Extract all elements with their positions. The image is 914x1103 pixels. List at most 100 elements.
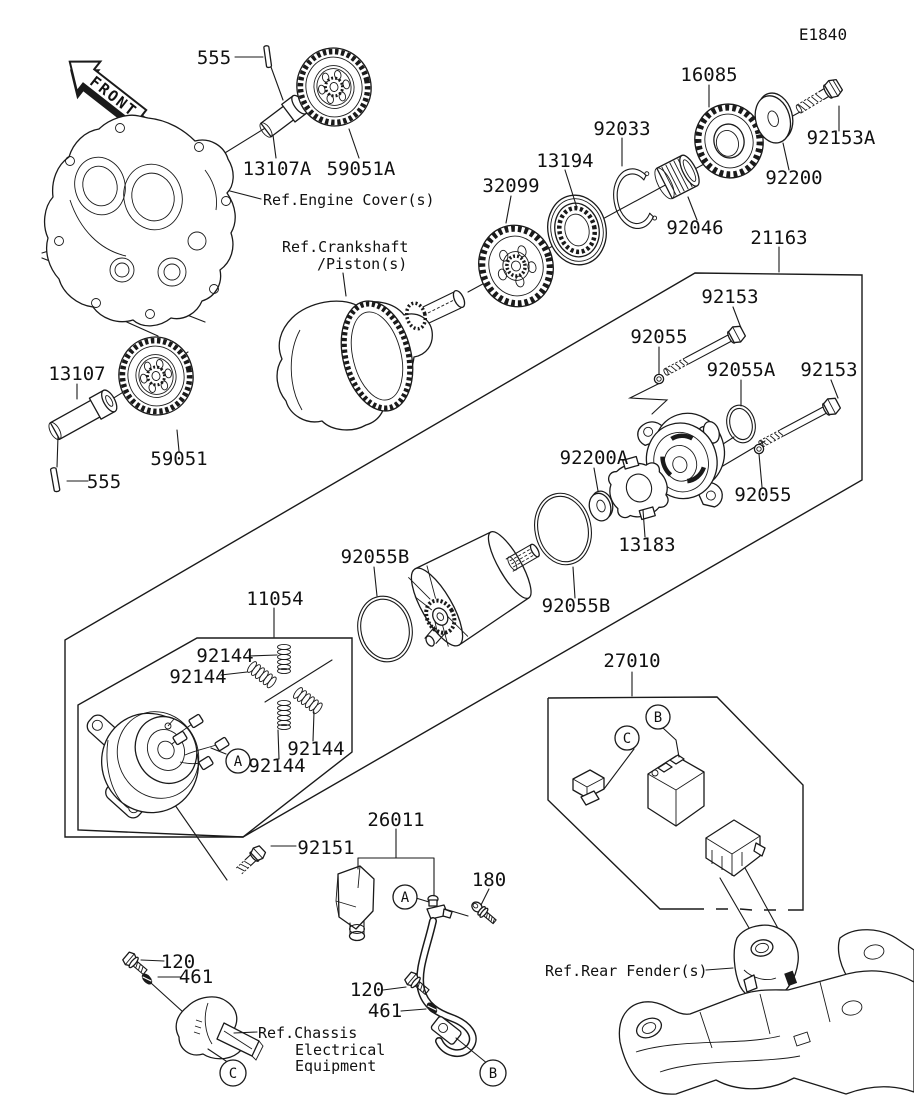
part-label-13194: 13194 — [536, 150, 593, 172]
part-label-92055-2: 92055 — [734, 484, 791, 506]
part-label-120-center: 120 — [350, 979, 384, 1001]
cable-terminal-drawing — [426, 894, 453, 920]
callout-c-relay: C — [614, 725, 640, 751]
part-label-21163: 21163 — [750, 227, 807, 249]
ref-label-chassis-1: Ref.Chassis — [258, 1024, 357, 1042]
spring-92144-2-drawing — [247, 661, 277, 689]
ref-label-chassis-2: Electrical — [295, 1041, 385, 1059]
part-label-120-left: 120 — [161, 951, 195, 973]
spring-92144-4-drawing — [277, 699, 291, 731]
callout-b-relay-label: B — [654, 710, 662, 726]
part-label-92144-2: 92144 — [169, 666, 226, 688]
part-label-92200: 92200 — [765, 167, 822, 189]
callout-a-brush: A — [225, 748, 251, 774]
relay-body-drawing — [647, 754, 705, 827]
part-label-59051: 59051 — [150, 448, 207, 470]
relay-terminal-drawing — [572, 769, 605, 806]
ref-label-engine-cover: Ref.Engine Cover(s) — [263, 191, 435, 209]
part-label-27010: 27010 — [603, 650, 660, 672]
part-label-92055a: 92055A — [707, 359, 776, 381]
rear-fender-drawing — [618, 924, 914, 1095]
oring-92055a-drawing — [726, 404, 756, 444]
ref-label-rear-fender: Ref.Rear Fender(s) — [545, 962, 708, 980]
circlip-92033-drawing — [613, 168, 658, 229]
part-label-461-left: 461 — [179, 966, 213, 988]
armature-drawing — [408, 530, 540, 647]
crankshaft-drawing — [276, 289, 466, 431]
ring-92055-1-drawing — [653, 373, 665, 385]
ref-label-chassis-3: Equipment — [295, 1057, 376, 1075]
oring-92055b-2-drawing — [534, 492, 592, 566]
part-label-92151: 92151 — [297, 837, 354, 859]
pin-555-top-drawing — [263, 45, 273, 69]
part-label-59051a: 59051A — [327, 158, 396, 180]
oring-92055b-1-drawing — [357, 595, 413, 663]
bolt-92153a-drawing — [795, 79, 844, 114]
part-label-92055-1: 92055 — [630, 326, 687, 348]
relay-connector-drawing — [705, 819, 766, 877]
part-label-13107: 13107 — [48, 363, 105, 385]
callout-c-clamp-label: C — [229, 1066, 237, 1082]
part-label-92153a: 92153A — [807, 127, 876, 149]
shaft-13107-drawing — [48, 389, 118, 441]
brush-holder-drawing — [86, 711, 230, 819]
bolt-120-left-drawing — [120, 949, 151, 979]
part-label-13107a: 13107A — [243, 158, 312, 180]
callout-a-cable-label: A — [401, 890, 410, 906]
part-label-92144-3: 92144 — [287, 738, 344, 760]
part-label-461-center: 461 — [368, 1000, 402, 1022]
boot-26011-drawing — [335, 865, 375, 942]
part-label-555-top: 555 — [197, 47, 231, 69]
part-label-92046: 92046 — [666, 217, 723, 239]
part-label-92153-1: 92153 — [701, 286, 758, 308]
bolt-92153-2-drawing — [754, 395, 843, 453]
part-label-180: 180 — [472, 869, 506, 891]
pin-555-left-drawing — [49, 467, 61, 493]
holder-plate-13183-drawing — [608, 455, 669, 521]
chassis-clamp-drawing — [175, 996, 264, 1061]
part-label-92144-1: 92144 — [196, 645, 253, 667]
cable-drawing — [416, 917, 477, 1058]
part-label-92033: 92033 — [593, 118, 650, 140]
needle-bearing-92046-drawing — [654, 154, 700, 200]
oneway-clutch-13194-drawing — [547, 194, 607, 266]
callout-b-cable-label: B — [489, 1066, 497, 1082]
part-label-32099: 32099 — [482, 175, 539, 197]
screw-180-drawing — [471, 901, 497, 925]
part-label-555-left: 555 — [87, 471, 121, 493]
starter-gear-32099-drawing — [478, 224, 554, 308]
end-cover-drawing — [637, 412, 726, 508]
part-labels: E1840 555 13107A 59051A Ref.Engine Cover… — [48, 25, 875, 1075]
spring-92144-3-drawing — [293, 687, 323, 715]
callout-c-clamp: C — [219, 1059, 247, 1087]
part-label-26011: 26011 — [367, 809, 424, 831]
idle-gear-drawing — [112, 330, 201, 422]
part-label-11054: 11054 — [246, 588, 303, 610]
callout-b-relay: B — [645, 704, 671, 730]
callout-a-brush-label: A — [234, 754, 243, 770]
ref-label-crankshaft-2: /Piston(s) — [317, 255, 407, 273]
bolt-92151-drawing — [235, 845, 267, 875]
callout-c-relay-label: C — [623, 731, 631, 747]
spring-92144-1-drawing — [277, 643, 291, 675]
part-label-16085: 16085 — [680, 64, 737, 86]
washer-92200-drawing — [754, 92, 794, 144]
brush-box-11054 — [77, 637, 353, 838]
part-label-92200a: 92200A — [560, 447, 629, 469]
callout-a-cable: A — [392, 884, 418, 910]
part-label-92153-2: 92153 — [800, 359, 857, 381]
callout-b-cable: B — [479, 1059, 507, 1087]
leader-lines — [66, 56, 840, 1065]
part-label-13183: 13183 — [618, 534, 675, 556]
idle-gear-a-drawing — [290, 41, 379, 133]
part-label-92144-4: 92144 — [248, 755, 305, 777]
relay-box-27010 — [547, 696, 804, 911]
ring-92055-2-drawing — [753, 443, 765, 455]
washer-92200a-drawing — [588, 490, 614, 522]
engine-cover-drawing — [43, 114, 236, 327]
ref-label-crankshaft-1: Ref.Crankshaft — [282, 238, 408, 256]
part-label-92055b-1: 92055B — [341, 546, 410, 568]
diagram-code: E1840 — [799, 25, 847, 44]
